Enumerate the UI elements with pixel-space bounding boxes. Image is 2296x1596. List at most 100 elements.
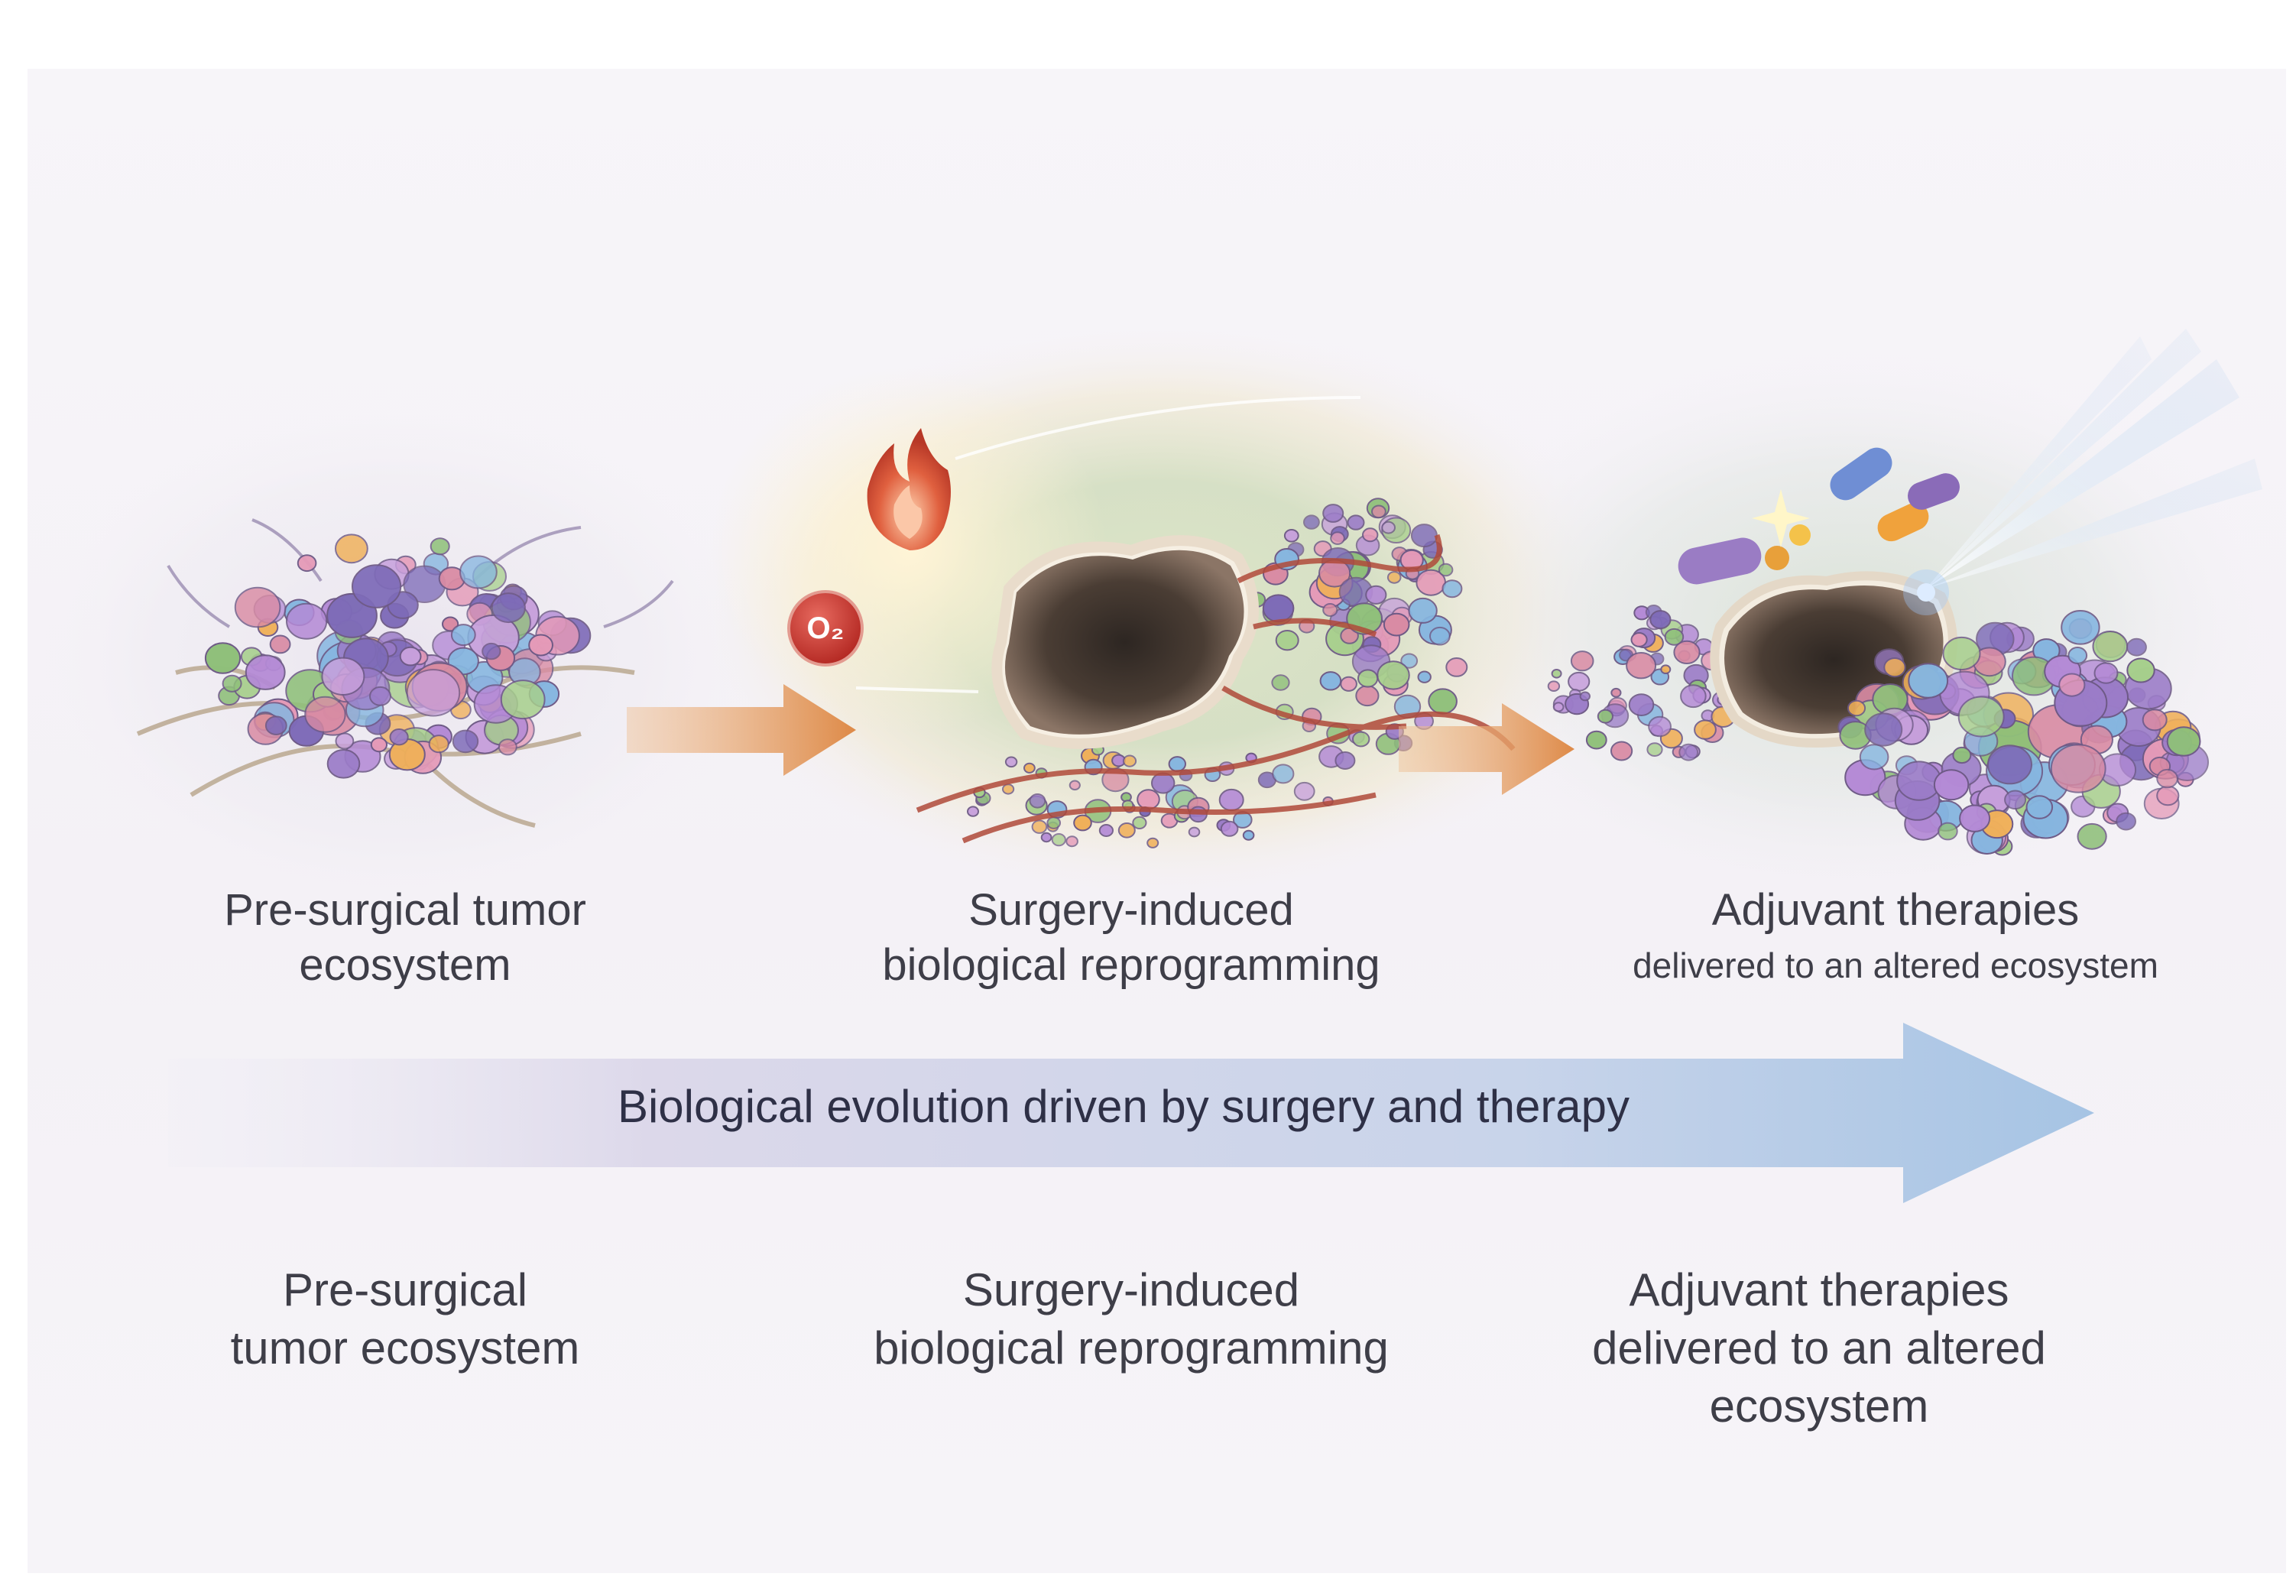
tumor-cell [1438,563,1454,577]
tumor-cell [297,554,317,573]
tumor-cell [1352,731,1370,748]
tumor-cell [2058,673,2086,697]
tumor-cell [1428,688,1458,715]
tumor-cell [1547,680,1561,693]
tumor-cell [2126,657,2155,683]
tumor-cell [2156,768,2178,789]
tumor-cell [1262,594,1295,623]
tumor-cell [1579,691,1591,702]
tumor-cell [1029,793,1046,809]
tumor-cell [1551,669,1562,679]
tumor-cell [1441,579,1463,598]
tumor-cell [1334,751,1356,770]
adjuvant-stage-icon [1547,329,2262,856]
label-line: Adjuvant therapies [1629,1264,2009,1315]
tumor-cell [482,642,501,660]
tumor-cell [1065,835,1078,848]
tumor-cell [222,674,242,693]
tumor-cell [2142,709,2168,732]
label-line: tumor ecosystem [230,1322,580,1374]
tumor-cell [1694,719,1717,740]
tumor-cell [1678,743,1699,761]
tumor-cell [1952,746,1972,764]
tumor-cell [1377,660,1410,690]
tumor-cell [2004,790,2027,810]
tumor-cell [1303,514,1320,530]
tumor-cell [498,738,517,756]
tumor-cell [1275,630,1299,651]
caption-line: Pre-surgical tumor [224,885,586,935]
stage-caption-surgery: Surgery-induced biological reprogramming [825,883,1437,993]
oxygen-icon [787,590,864,667]
tumor-cell [1069,780,1081,791]
tumor-cell [2061,610,2100,645]
tumor-cell [1942,636,1981,671]
tumor-cell [1933,769,1970,801]
tumor-cell [1410,524,1438,548]
tumor-cell [1381,521,1396,534]
tumor-cell [1146,837,1159,848]
tumor-cell [352,564,402,608]
caption-line: delivered to an altered ecosystem [1633,946,2158,985]
tumor-cell [2025,795,2054,819]
tumor-cell [1646,742,1663,757]
tumor-cell [1098,824,1114,837]
tumor-cell [335,534,368,564]
bottom-label-adjuvant: Adjuvant therapies delivered to an alter… [1498,1261,2140,1435]
tumor-cell [1570,650,1594,672]
tumor-cell [430,537,450,556]
tumor-cell [2050,744,2106,793]
tumor-cell [1883,657,1906,678]
tumor-cell [1597,709,1613,724]
tumor-cell [2077,822,2107,850]
stage-arrow-2 [1399,703,1574,795]
tumor-cell [1168,756,1187,772]
evolution-banner-label: Biological evolution driven by surgery a… [617,1081,1630,1132]
tumor-cell [491,592,526,624]
caption-line: Adjuvant therapies [1711,885,2080,935]
tumor-cell [1322,603,1338,617]
tumor-cell [204,642,242,674]
evolution-banner-arrow [168,1023,2094,1203]
tumor-cell [2067,647,2088,664]
tumor-cell [1151,772,1176,794]
tumor-cell [1073,814,1092,832]
capsule-icon [1678,447,1960,585]
tumor-cell [2126,637,2147,657]
label-line: Pre-surgical [282,1264,528,1315]
tumor-cell [1445,657,1468,677]
tumor-cell [1660,664,1672,675]
tumor-cell [1122,754,1137,767]
tumor-cell [1959,804,1991,832]
tumor-cell [1046,816,1061,829]
tumor-cell [1649,610,1672,630]
tumor-cell [1630,632,1648,647]
stage-caption-pre-surgical: Pre-surgical tumor ecosystem [138,883,673,993]
tumor-cell [1004,756,1018,768]
tumor-cell [1626,652,1657,680]
surgical-cavity-icon [855,396,1516,848]
tumor-cell [1357,669,1379,688]
tumor-cell [1552,702,1565,712]
caption-line: ecosystem [299,940,511,990]
caption-line: Surgery-induced [968,885,1294,935]
tumor-cell [1585,730,1607,750]
label-line: delivered to an altered [1592,1322,2046,1374]
tumor-cell [389,728,409,746]
tumor-cell [2156,785,2180,806]
tumor-cell [335,732,355,750]
tumor-cell [1355,685,1380,707]
tumor-cell [245,654,286,690]
tumor-cell [2166,726,2201,757]
tumor-cell [1132,816,1147,830]
tumor-cell [1347,514,1365,530]
tumor-cell [1417,670,1432,683]
tumor-cell [1957,696,2005,738]
tumor-cell [1568,671,1591,692]
tumor-cell [1365,585,1387,605]
tumor-cell [1847,699,1866,717]
label-line: ecosystem [1709,1380,1929,1432]
flame-icon [867,428,951,550]
light-beam-icon [1903,329,2262,615]
tumor-cell [1051,833,1066,847]
